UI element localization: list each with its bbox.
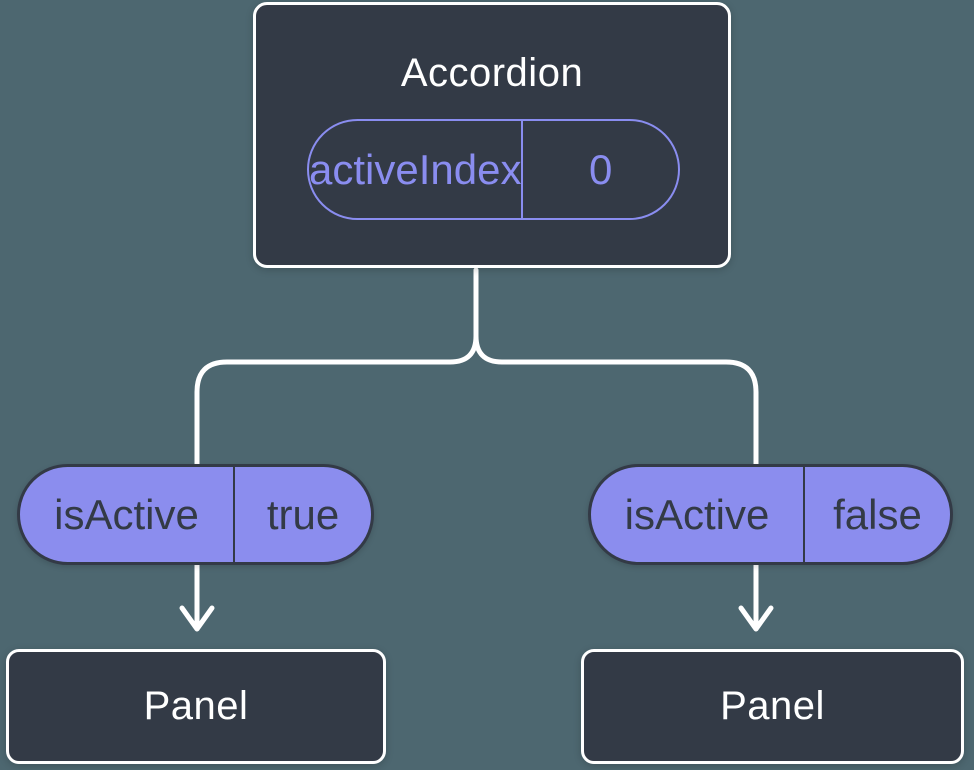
active-index-prop-pill: activeIndex 0 — [307, 119, 680, 220]
panel-node-left: Panel — [6, 649, 386, 764]
prop-value: true — [233, 467, 371, 562]
accordion-node: Accordion activeIndex 0 — [253, 2, 731, 268]
arrow-down-left-icon — [179, 605, 215, 632]
connector-left-branch — [194, 267, 479, 631]
is-active-true-pill: isActive true — [17, 464, 374, 565]
is-active-false-pill: isActive false — [588, 464, 953, 565]
prop-value: 0 — [521, 121, 678, 218]
panel-node-right: Panel — [581, 649, 964, 764]
prop-label: isActive — [54, 490, 199, 538]
connector-right-branch — [473, 333, 759, 631]
prop-label: isActive — [624, 490, 770, 538]
panel-node-title: Panel — [720, 684, 825, 728]
arrow-down-right-icon — [738, 605, 774, 632]
prop-value: false — [803, 467, 950, 562]
prop-label: activeIndex — [309, 145, 522, 193]
panel-node-title: Panel — [143, 684, 249, 728]
accordion-node-title: Accordion — [400, 51, 584, 95]
